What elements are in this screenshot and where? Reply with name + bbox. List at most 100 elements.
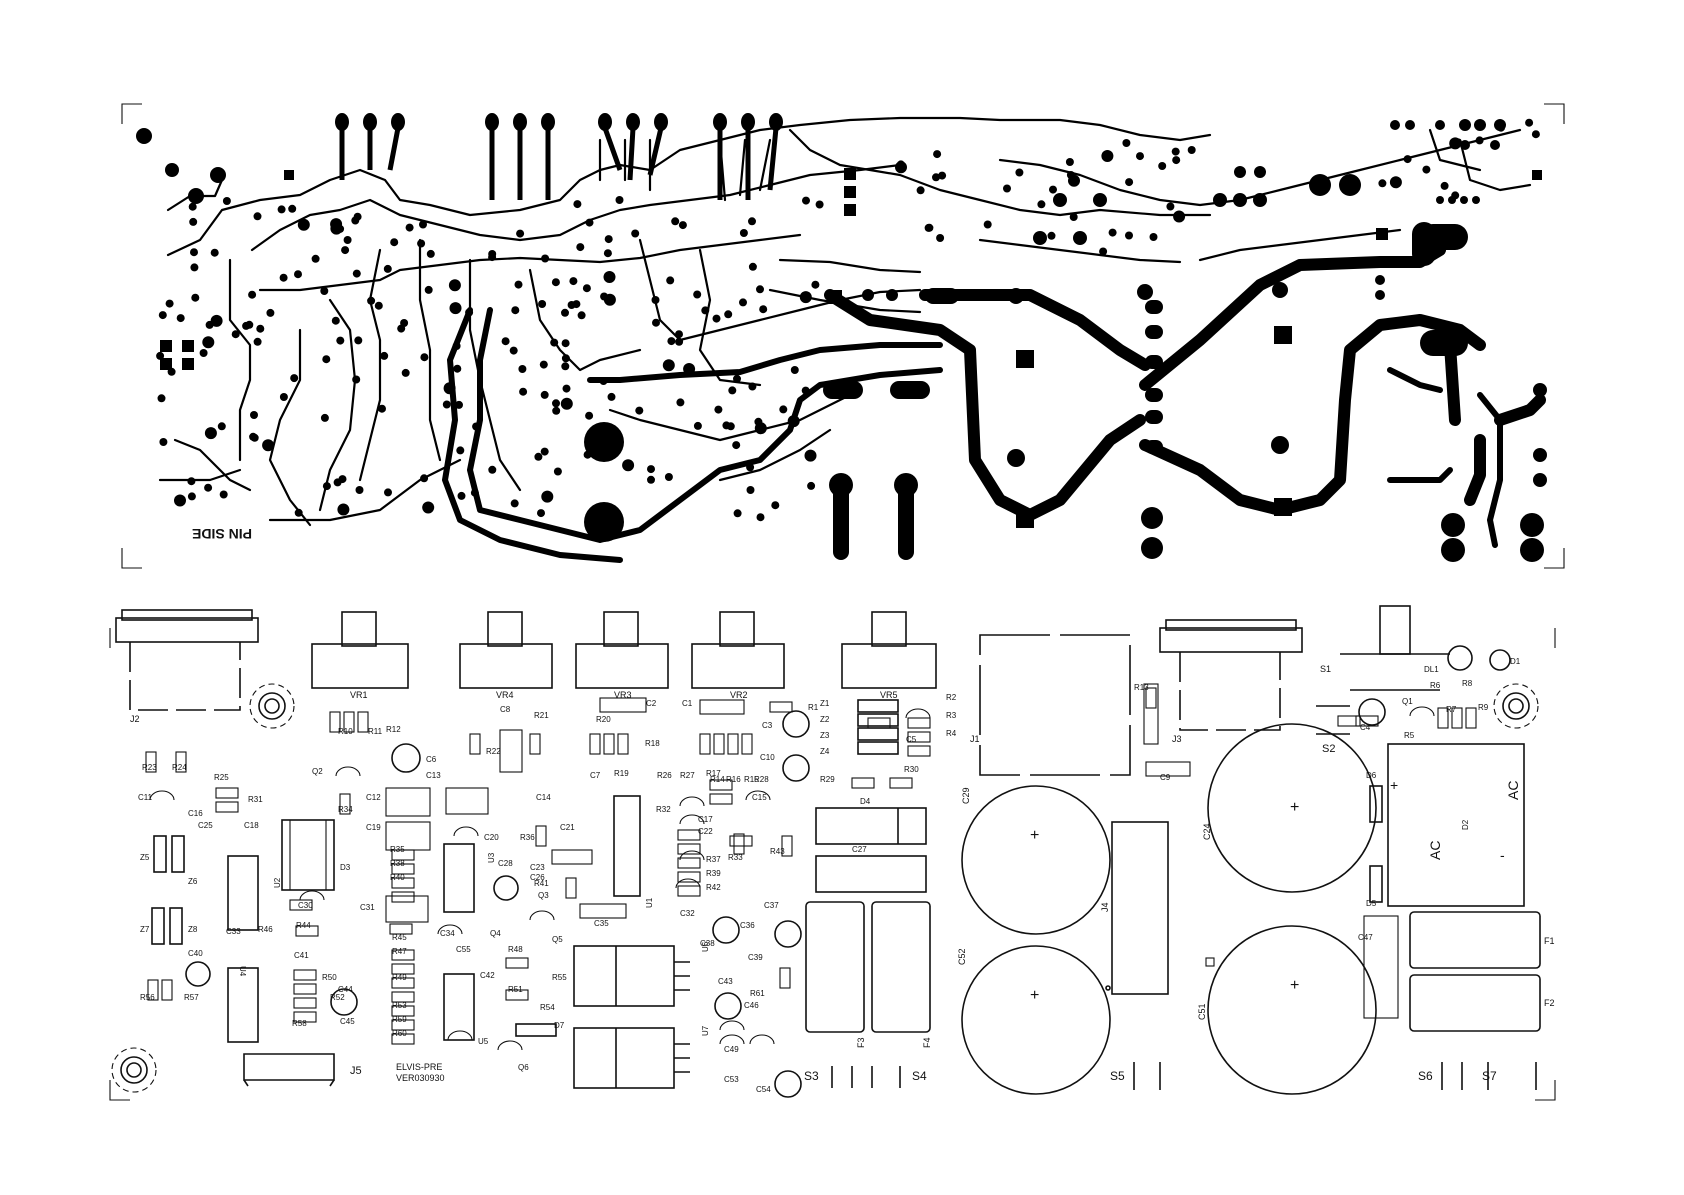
- via-pad: [202, 336, 215, 349]
- f1-fuse: F1: [1409, 911, 1555, 969]
- via-pad: [519, 387, 528, 396]
- fuses: F1 F2 F3 F4: [805, 901, 1555, 1048]
- refdes-label: R51: [508, 985, 523, 994]
- via-pad: [165, 299, 174, 308]
- via-pad: [936, 234, 945, 242]
- via-pad: [176, 314, 185, 323]
- via-pad: [647, 475, 655, 484]
- via-pad: [1003, 184, 1011, 193]
- via-pad: [1451, 191, 1460, 200]
- refdes-label: R38: [390, 859, 405, 868]
- via-pad: [336, 336, 345, 345]
- u5-ic: U5: [443, 973, 489, 1046]
- via-pad: [453, 364, 462, 373]
- via-pad: [746, 463, 755, 472]
- u3-label: U3: [487, 852, 496, 863]
- via-pad: [603, 293, 616, 306]
- refdes-label: R42: [706, 883, 721, 892]
- resistor-outline: [391, 949, 415, 961]
- refdes-label: R34: [338, 805, 353, 814]
- refdes-label: C47: [1358, 933, 1373, 942]
- diode-outline: [1369, 865, 1383, 903]
- via-pad: [380, 351, 389, 360]
- via-pad: [322, 482, 331, 491]
- u1-ic: U1: [613, 795, 654, 908]
- d2-bridge-rectifier: + - AC AC D2: [1387, 743, 1525, 907]
- refdes-label: C19: [366, 823, 381, 832]
- refdes-label: R48: [508, 945, 523, 954]
- j4-label: J4: [1100, 902, 1110, 912]
- via-pad: [799, 291, 812, 304]
- mounting-hole-left-top: [249, 683, 295, 729]
- refdes-label: R45: [392, 933, 407, 942]
- via-pad: [693, 290, 702, 299]
- via-pad: [1047, 231, 1056, 240]
- via-pad: [675, 337, 684, 346]
- u4-label: U4: [238, 966, 247, 977]
- small-part-outline: [679, 850, 705, 861]
- via-pad: [341, 246, 350, 255]
- pin-side-label: PIN SIDE: [192, 526, 252, 542]
- via-pad: [190, 263, 199, 272]
- refdes-label: C53: [724, 1075, 739, 1084]
- refdes-label: R32: [656, 805, 671, 814]
- s6-label: S6: [1418, 1069, 1433, 1083]
- via-pad: [585, 218, 594, 227]
- via-pad: [330, 218, 343, 231]
- via-pad: [383, 264, 392, 273]
- via-pad: [1172, 156, 1181, 165]
- j2-connector: J2: [115, 609, 259, 724]
- via-pad: [712, 314, 721, 323]
- small-part-outline: [719, 1034, 745, 1045]
- refdes-label: C13: [426, 771, 441, 780]
- via-pad: [561, 339, 570, 348]
- refdes-label: D6: [1366, 771, 1377, 780]
- s3-label: S3: [804, 1069, 819, 1083]
- via-pad: [256, 324, 265, 333]
- resistor-outline: [391, 877, 415, 889]
- via-pad: [191, 293, 200, 302]
- resistor-outline: [677, 885, 701, 897]
- s2-label: S2: [1322, 743, 1335, 755]
- diode-outline: [1369, 785, 1383, 823]
- via-pad: [916, 186, 925, 195]
- resistor-outline: [535, 825, 547, 847]
- u6-regulator: U6: [573, 941, 710, 1007]
- via-pad: [603, 271, 616, 283]
- refdes-label: C34: [440, 929, 455, 938]
- refdes-label: R50: [322, 973, 337, 982]
- via-pad: [167, 367, 176, 376]
- diode-outline: [857, 699, 899, 713]
- s2-switch: S2: [1316, 705, 1350, 755]
- via-pad: [1101, 150, 1114, 162]
- refdes-label: R8: [1462, 679, 1473, 688]
- resistor-outline: [1465, 707, 1477, 729]
- small-part-outline: [679, 796, 705, 807]
- resistor-outline: [851, 777, 875, 789]
- via-pad: [759, 305, 768, 314]
- via-pad: [790, 366, 799, 374]
- s4-label: S4: [912, 1069, 927, 1083]
- via-pad: [509, 346, 518, 355]
- via-pad: [277, 205, 286, 214]
- via-pad: [550, 338, 559, 347]
- refdes-label: C25: [198, 821, 213, 830]
- via-pad: [488, 465, 497, 474]
- via-pad: [622, 459, 635, 472]
- via-pad: [683, 363, 696, 375]
- capacitor-outline: [385, 895, 429, 923]
- resistor-outline: [293, 983, 317, 995]
- diode-outline: [857, 741, 899, 755]
- via-pad: [1065, 158, 1074, 166]
- via-pad: [465, 308, 474, 317]
- resistor-outline: [907, 745, 931, 757]
- refdes-label: R52: [330, 993, 345, 1002]
- refdes-label: C1: [682, 699, 693, 708]
- refdes-label: Z7: [140, 925, 150, 934]
- via-pad: [405, 223, 414, 232]
- via-pad: [378, 404, 386, 413]
- j2-label: J2: [130, 714, 140, 724]
- resistor-outline: [391, 1019, 415, 1031]
